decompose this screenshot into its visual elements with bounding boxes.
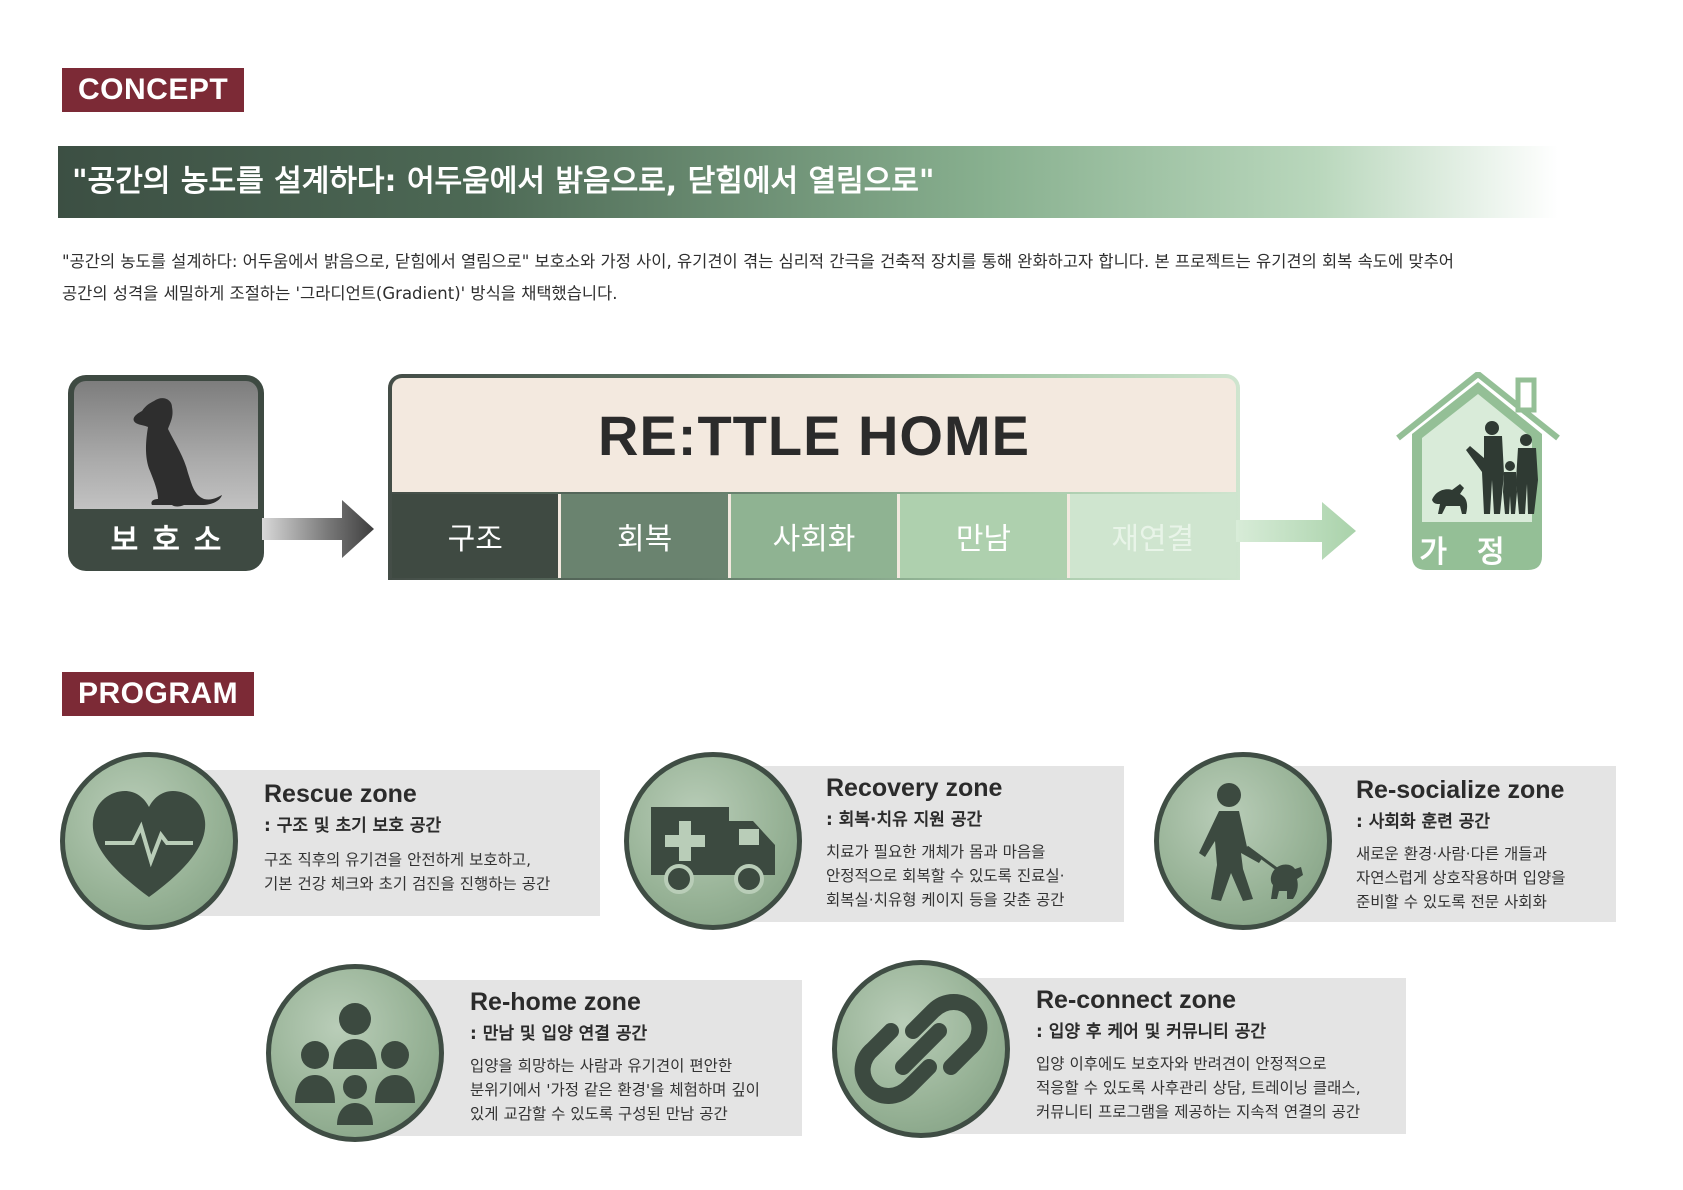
desc-line: 준비할 수 있도록 전문 사회화 (1356, 893, 1547, 911)
intro-line-2: 공간의 성격을 세밀하게 조절하는 '그라디언트(Gradient)' 방식을 … (62, 284, 618, 303)
shelter-label: 보호소 (110, 523, 236, 558)
desc-line: 안정적으로 회복할 수 있도록 진료실· (826, 867, 1065, 885)
stage-rescue: 구조 (392, 494, 562, 578)
zone-rehome-title: Re-home zone (470, 988, 641, 1016)
desc-line: 입양을 희망하는 사람과 유기견이 편안한 (470, 1057, 733, 1075)
rettle-home-box: RE:TTLE HOME 구조 회복 사회화 만남 재연결 (388, 374, 1240, 580)
program-tag: PROGRAM (62, 672, 255, 716)
ambulance-icon (651, 807, 775, 894)
desc-line: 구조 직후의 유기견을 안전하게 보호하고, (264, 851, 532, 869)
stage-reconnect: 재연결 (1069, 494, 1237, 578)
chain-link-icon (854, 994, 988, 1104)
zone-resocialize-circle (1154, 752, 1332, 930)
desc-line: 기본 건강 체크와 초기 검진을 진행하는 공간 (264, 875, 551, 893)
house-family-icon (1396, 370, 1560, 570)
concept-intro: "공간의 농도를 설계하다: 어두움에서 밝음으로, 닫힘에서 열림으로" 보호… (62, 246, 1582, 310)
home-block: 가정 (1376, 370, 1576, 574)
concept-tag: CONCEPT (62, 68, 245, 112)
desc-line: 회복실·치유형 케이지 등을 갖춘 공간 (826, 891, 1065, 909)
zone-rescue-desc: 구조 직후의 유기견을 안전하게 보호하고, 기본 건강 체크와 초기 검진을 … (264, 848, 550, 896)
zone-rehome-desc: 입양을 희망하는 사람과 유기견이 편안한 분위기에서 '가정 같은 환경'을 … (470, 1054, 760, 1126)
desc-line: 입양 이후에도 보호자와 반려견이 안정적으로 (1036, 1055, 1327, 1073)
zone-recovery-desc: 치료가 필요한 개체가 몸과 마음을 안정적으로 회복할 수 있도록 진료실· … (826, 840, 1065, 912)
desc-line: 치료가 필요한 개체가 몸과 마음을 (826, 843, 1046, 861)
arrow-right-icon (262, 500, 374, 558)
desc-line: 적응할 수 있도록 사후관리 상담, 트레이닝 클래스, (1036, 1079, 1361, 1097)
home-label: 가정 (1419, 535, 1535, 570)
zone-rehome-circle (266, 964, 444, 1142)
zone-resocialize-subtitle: : 사회화 훈련 공간 (1356, 812, 1491, 832)
desc-line: 있게 교감할 수 있도록 구성된 만남 공간 (470, 1105, 728, 1123)
stage-meeting: 만남 (900, 494, 1070, 578)
zone-rescue-subtitle: : 구조 및 초기 보호 공간 (264, 816, 442, 836)
intro-line-1: "공간의 농도를 설계하다: 어두움에서 밝음으로, 닫힘에서 열림으로" 보호… (62, 252, 1454, 271)
person-walking-dog-icon (1199, 783, 1303, 901)
zone-rehome-panel (378, 980, 802, 1136)
heart-pulse-icon (92, 791, 206, 897)
stage-recovery: 회복 (561, 494, 731, 578)
zone-reconnect-panel (944, 978, 1406, 1134)
zone-rescue-title: Rescue zone (264, 780, 417, 808)
zone-reconnect-circle (832, 960, 1010, 1138)
zone-recovery-subtitle: : 회복·치유 지원 공간 (826, 810, 983, 830)
zone-resocialize-title: Re-socialize zone (1356, 776, 1565, 804)
zone-recovery-title: Recovery zone (826, 774, 1003, 802)
rettle-home-title: RE:TTLE HOME (598, 403, 1030, 467)
zone-reconnect-desc: 입양 이후에도 보호자와 반려견이 안정적으로 적응할 수 있도록 사후관리 상… (1036, 1052, 1361, 1124)
shelter-block: 보호소 (68, 375, 264, 571)
desc-line: 분위기에서 '가정 같은 환경'을 체험하며 깊이 (470, 1081, 760, 1099)
zone-rescue-circle (60, 752, 238, 930)
zone-reconnect-title: Re-connect zone (1036, 986, 1237, 1014)
arrow-right-green-icon (1236, 502, 1356, 560)
desc-line: 자연스럽게 상호작용하며 입양을 (1356, 869, 1566, 887)
shelter-image (74, 381, 258, 509)
stage-socialize: 사회화 (730, 494, 901, 578)
zone-resocialize-desc: 새로운 환경·사람·다른 개들과 자연스럽게 상호작용하며 입양을 준비할 수 … (1356, 842, 1566, 914)
zone-rescue-panel (172, 770, 600, 916)
zone-reconnect-subtitle: : 입양 후 케어 및 커뮤니티 공간 (1036, 1022, 1266, 1042)
concept-banner: "공간의 농도를 설계하다: 어두움에서 밝음으로, 닫힘에서 열림으로" (58, 146, 1558, 218)
sitting-dog-icon (133, 398, 222, 507)
desc-line: 커뮤니티 프로그램을 제공하는 지속적 연결의 공간 (1036, 1103, 1361, 1121)
people-group-icon (295, 1003, 415, 1125)
rettle-home-header: RE:TTLE HOME (392, 378, 1236, 492)
zone-rehome-subtitle: : 만남 및 입양 연결 공간 (470, 1024, 648, 1044)
desc-line: 새로운 환경·사람·다른 개들과 (1356, 845, 1547, 863)
zone-recovery-circle (624, 752, 802, 930)
stage-bar: 구조 회복 사회화 만남 재연결 (392, 494, 1237, 578)
